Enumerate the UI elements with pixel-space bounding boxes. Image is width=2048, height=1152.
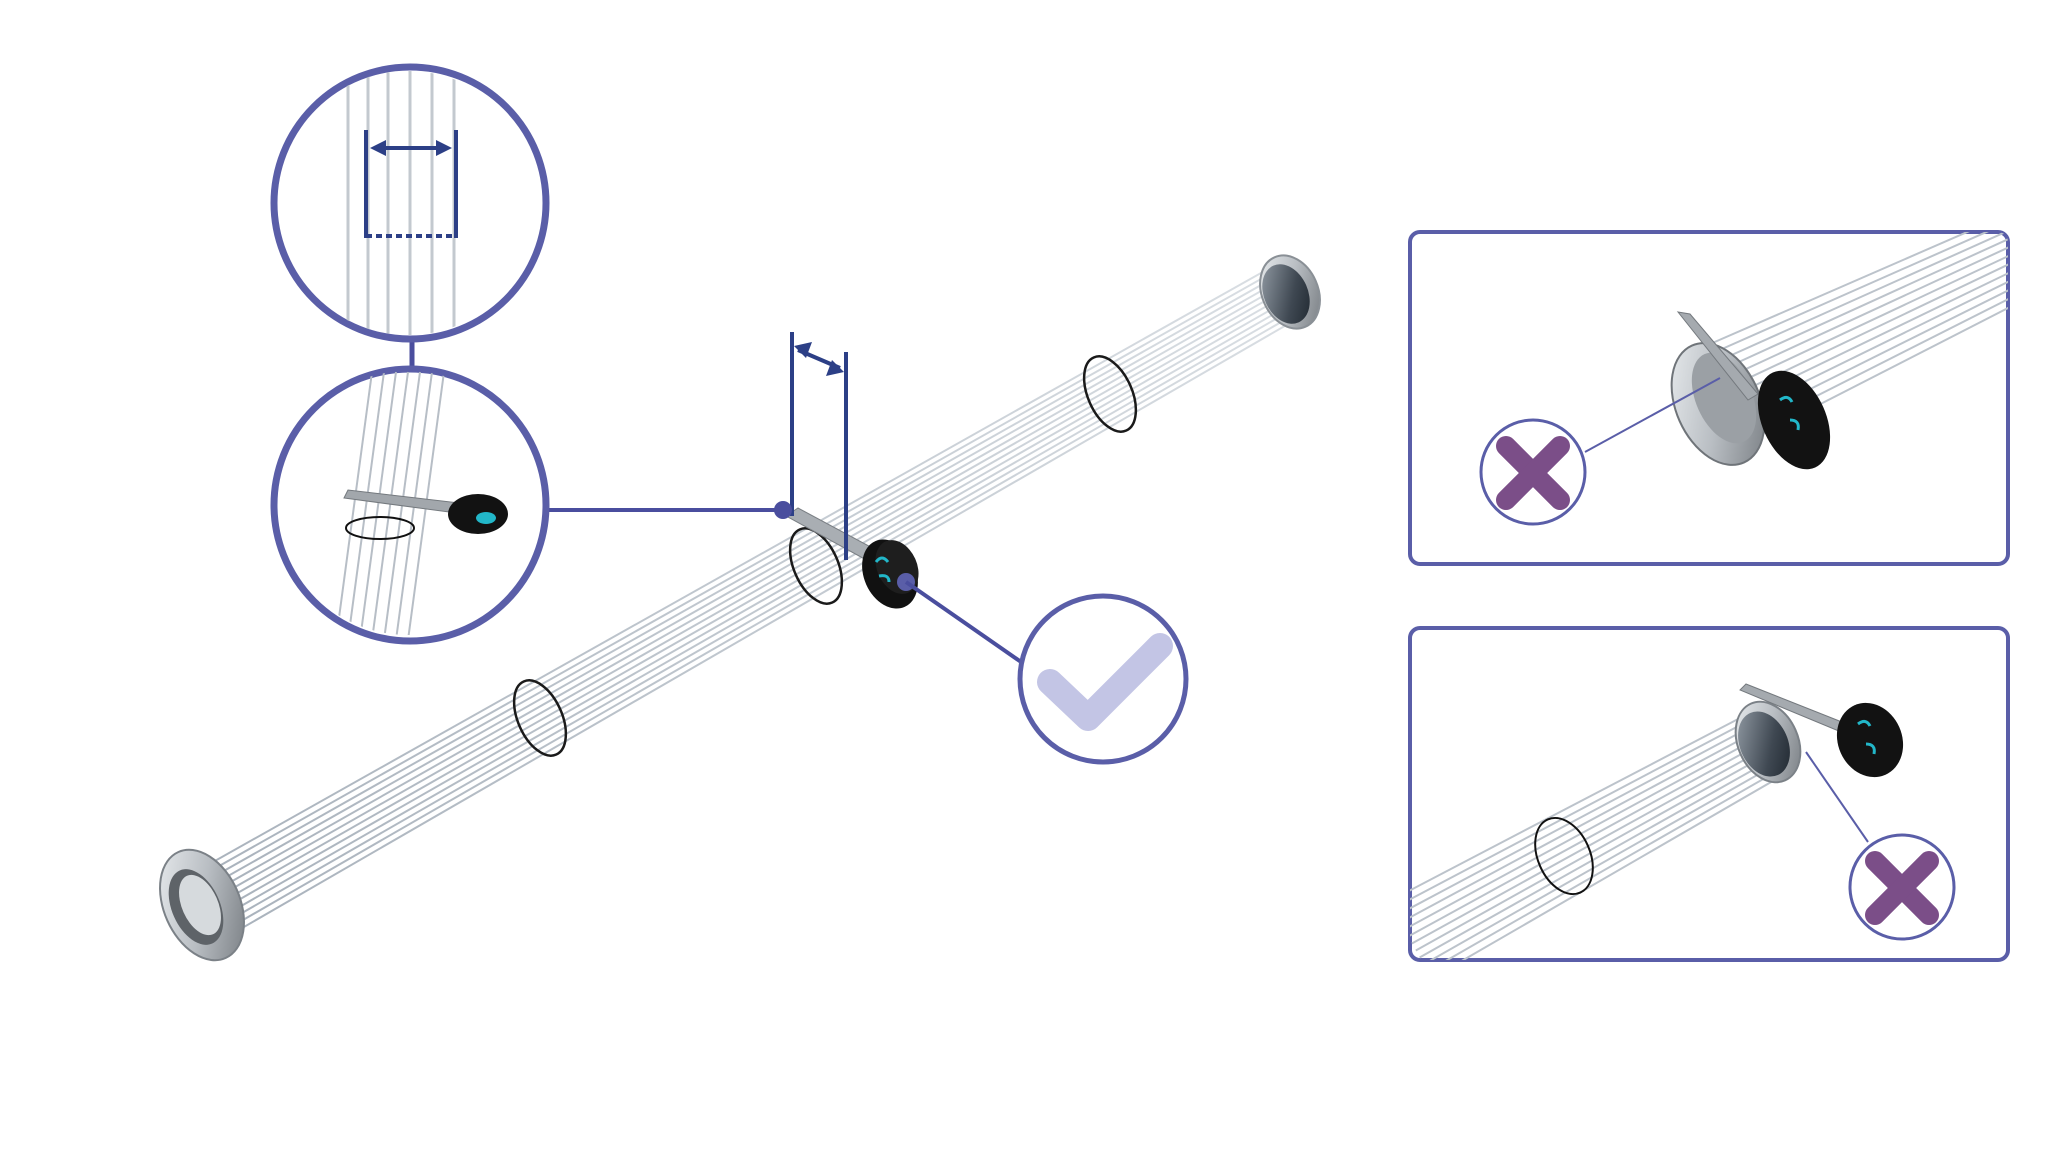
- wire-spacing-zoom: [274, 60, 546, 350]
- zoom-callout-group: [274, 60, 783, 641]
- cage-bottom-flange: [144, 837, 261, 974]
- cage-top-cap: [1249, 246, 1331, 338]
- incorrect-example-panel-top: [1410, 212, 2048, 564]
- correct-callout: [906, 582, 1186, 762]
- incorrect-example-panel-bottom: [1389, 628, 2008, 979]
- tape-measure-zoom: [274, 369, 546, 641]
